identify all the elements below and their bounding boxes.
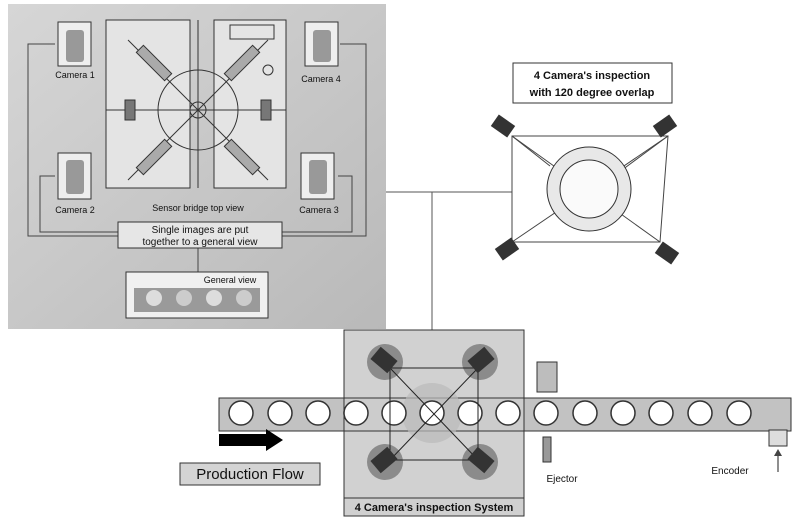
top-view-panel: Sensor bridge top view Camera 1 Camera 4… <box>8 4 386 329</box>
overlap-cameras <box>490 114 680 265</box>
camera-1-thumbnail: Camera 1 <box>55 21 95 80</box>
sensor-bridge-top-view: Sensor bridge top view <box>105 19 287 213</box>
production-flow: Production Flow <box>179 429 321 486</box>
encoder-label: Encoder <box>711 466 749 477</box>
production-flow-box <box>179 462 321 486</box>
camera-2-thumbnail: Camera 2 <box>55 152 95 215</box>
sensor-bridge-caption: Sensor bridge top view <box>152 203 244 213</box>
encoder: Encoder <box>711 429 788 477</box>
overlap-camera-icon <box>494 237 520 261</box>
overlap-callout-line1: 4 Camera's inspection <box>534 70 651 82</box>
overlap-diagram: 4 Camera's inspection with 120 degree ov… <box>490 62 680 265</box>
station-camera-icon <box>370 446 398 474</box>
ejector-label: Ejector <box>546 474 578 485</box>
overlap-callout-line2: with 120 degree overlap <box>529 87 655 99</box>
camera-1-label: Camera 1 <box>55 70 95 80</box>
camera-4-thumbnail: Camera 4 <box>301 21 341 84</box>
overlap-camera-icon <box>652 114 678 138</box>
station-camera-icon <box>467 346 495 374</box>
merge-note-box: Single images are put together to a gene… <box>117 221 283 249</box>
overlap-product-inner <box>559 159 619 219</box>
production-flow-label: Production Flow <box>196 466 304 483</box>
overlap-callout-box: 4 Camera's inspection with 120 degree ov… <box>512 62 673 104</box>
overlap-camera-icon <box>490 114 516 138</box>
camera-4-label: Camera 4 <box>301 74 341 84</box>
camera-3-label: Camera 3 <box>299 205 339 215</box>
inspection-station: 4 Camera's inspection System <box>218 329 792 517</box>
system-connector-lines <box>386 191 512 330</box>
station-camera-icon <box>467 446 495 474</box>
camera-2-label: Camera 2 <box>55 205 95 215</box>
merge-connector-lines <box>27 43 367 272</box>
system-label-box: 4 Camera's inspection System <box>343 497 525 517</box>
station-camera-icon <box>370 346 398 374</box>
flow-arrow-icon <box>219 429 283 451</box>
camera-3-thumbnail: Camera 3 <box>299 152 339 215</box>
merge-note-line1: Single images are put <box>152 225 249 236</box>
ejector: Ejector <box>536 361 578 485</box>
general-view-image: General view <box>125 271 269 319</box>
merge-note-line2: together to a general view <box>142 237 258 248</box>
overlap-camera-icon <box>654 241 680 265</box>
general-view-label: General view <box>204 275 257 285</box>
system-label: 4 Camera's inspection System <box>355 502 514 514</box>
